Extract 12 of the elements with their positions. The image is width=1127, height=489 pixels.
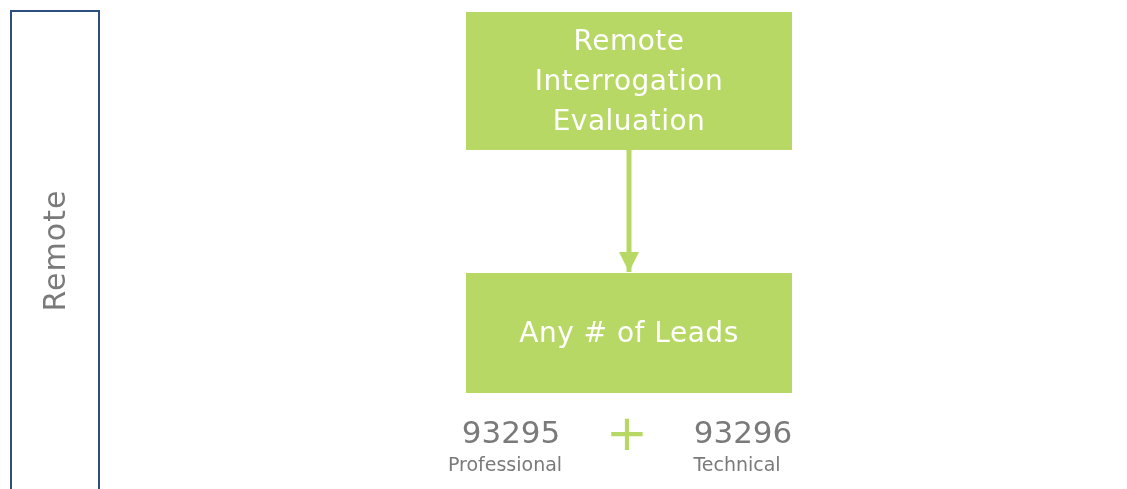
arrow — [619, 150, 639, 272]
section-band — [10, 10, 100, 489]
process-box — [466, 12, 792, 150]
code-caption: Professional — [447, 455, 563, 474]
box-label: Remote Interrogation Evaluation — [533, 23, 725, 139]
process-box — [466, 273, 792, 393]
box-label: Any # of Leads — [519, 315, 739, 351]
section-label: Remote — [37, 189, 73, 312]
code-caption: Technical — [693, 455, 781, 474]
code-number: 93296 — [693, 417, 793, 448]
plus-sign: + — [606, 408, 648, 458]
code-number: 93295 — [461, 417, 561, 448]
